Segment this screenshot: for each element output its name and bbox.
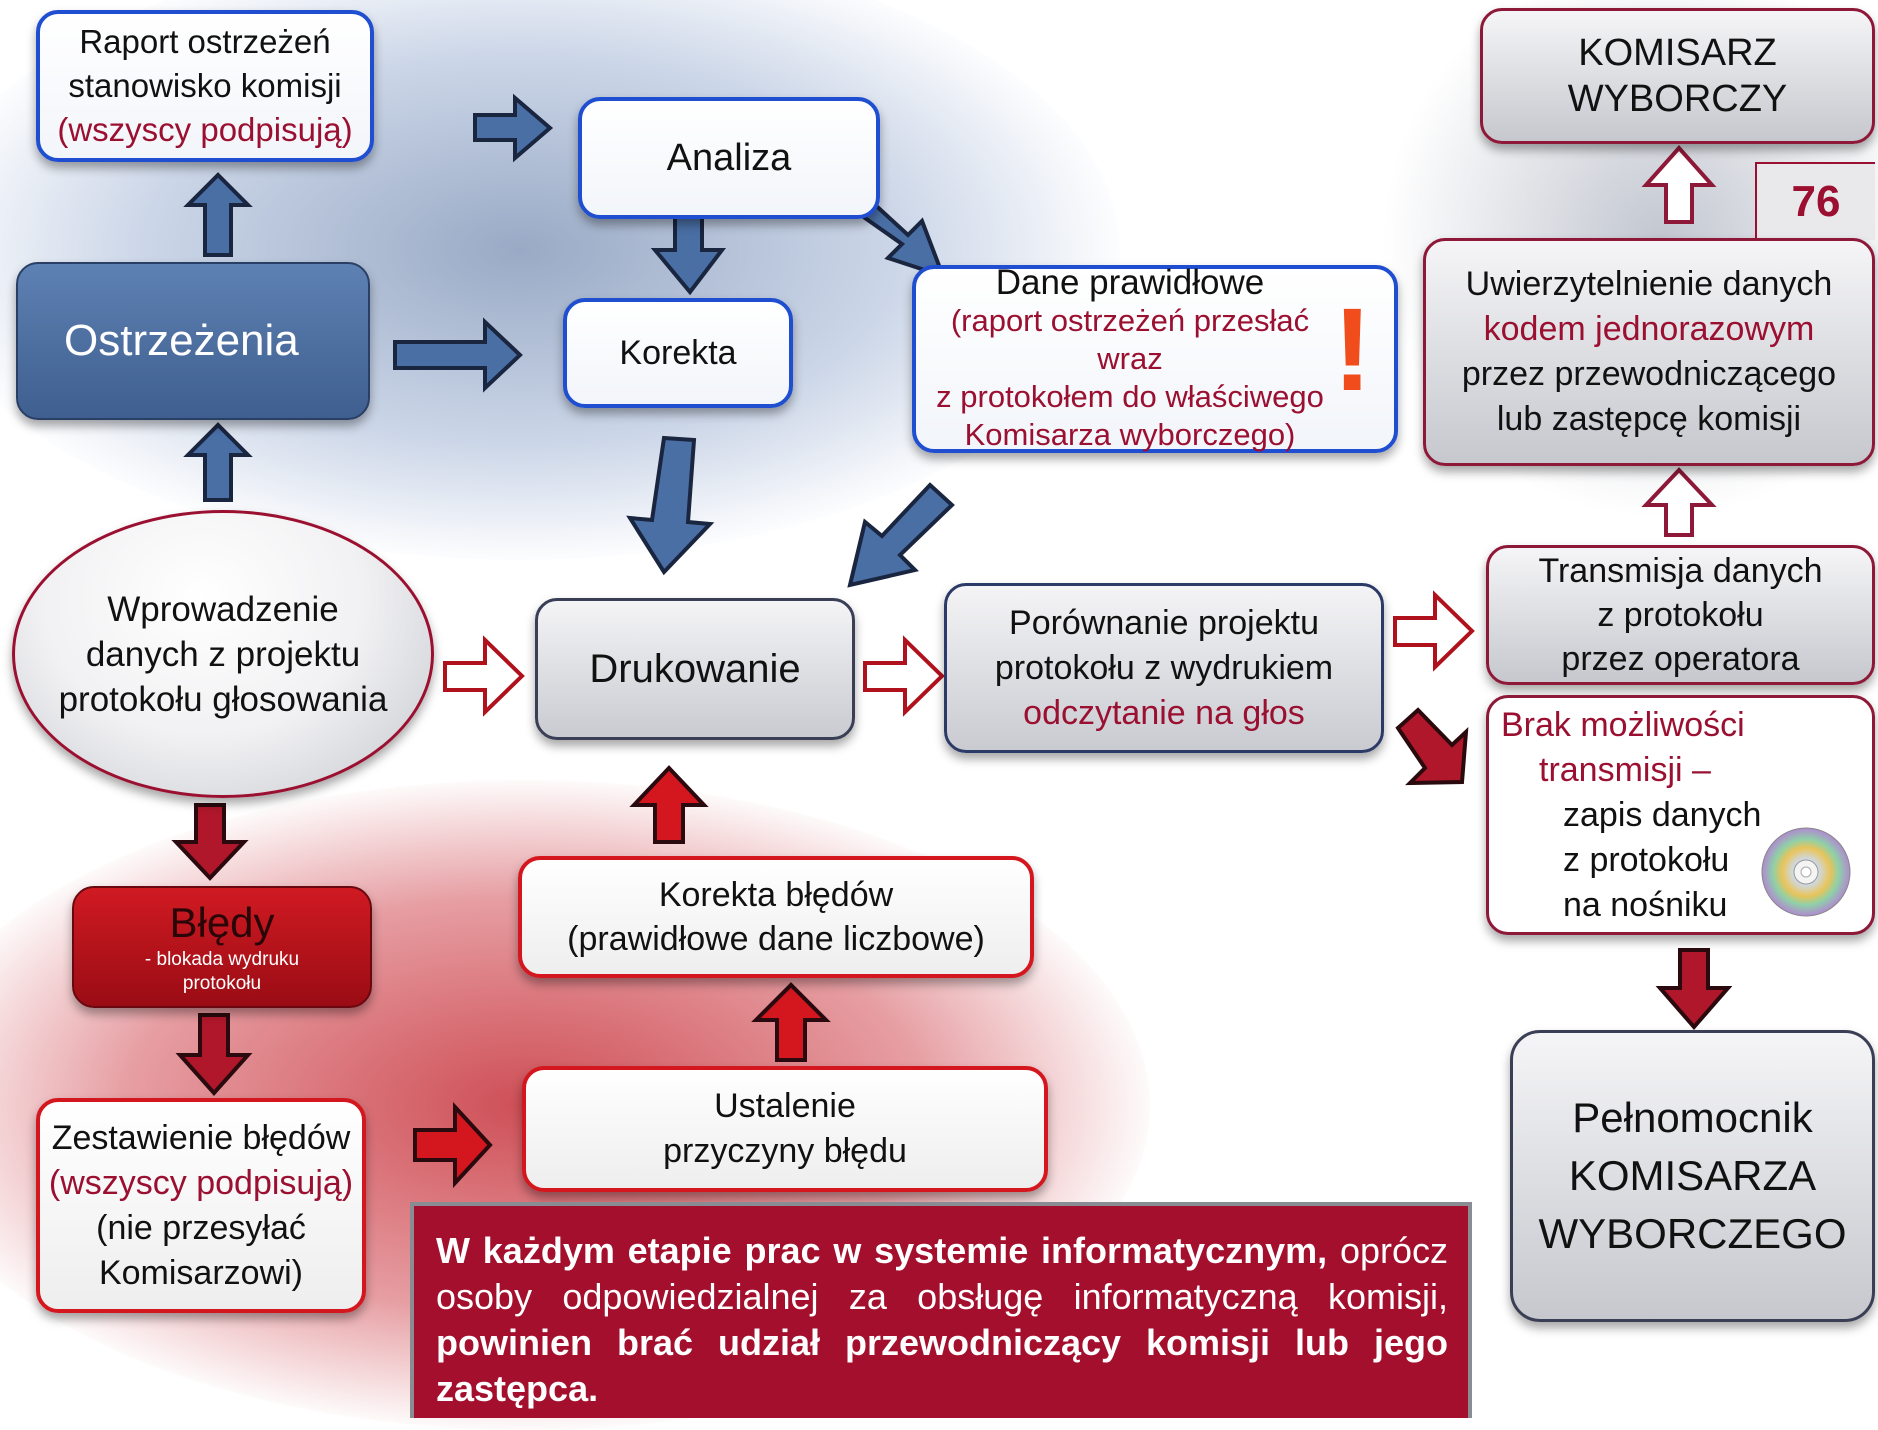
korekta-bledow-box: Korekta błędów (prawidłowe dane liczbowe… <box>518 856 1034 978</box>
arrow-analiza-to-korekta <box>650 208 727 296</box>
raport-line-1: Raport ostrzeżeń <box>79 23 331 60</box>
komisarz-line-1: KOMISARZ <box>1578 32 1777 74</box>
raport-line-2: stanowisko komisji <box>68 67 342 104</box>
pelnomocnik-line-3: WYBORCZEGO <box>1538 1210 1847 1257</box>
ostrzezenia-box: Ostrzeżenia <box>16 262 370 420</box>
arrow-wprowadzenie-to-bledy <box>171 803 249 881</box>
arrow-porownanie-to-transmisja <box>1393 590 1475 672</box>
uwierzytelnienie-box: Uwierzytelnienie danych kodem jednorazow… <box>1423 238 1875 466</box>
pelnomocnik-box: Pełnomocnik KOMISARZA WYBORCZEGO <box>1510 1030 1875 1322</box>
note-part-2: oprócz osoby odpowiedzialnej za obsługę … <box>436 1230 1448 1317</box>
korekta-label: Korekta <box>619 333 737 372</box>
note-part-1: W każdym etapie prac w systemie informat… <box>436 1230 1328 1271</box>
dane-line-1: Dane prawidłowe <box>995 263 1265 302</box>
porownanie-line-1: Porównanie projektu <box>1009 603 1319 642</box>
arrow-korekta-to-drukowanie <box>626 435 715 576</box>
arrow-brak-to-pelnomocnik <box>1655 948 1733 1031</box>
analiza-box: Analiza <box>578 97 880 219</box>
pelnomocnik-line-1: Pełnomocnik <box>1572 1094 1813 1141</box>
uwierzytelnienie-line-4: lub zastępcę komisji <box>1496 400 1802 438</box>
transmisja-line-2: z protokołu <box>1597 596 1764 634</box>
bledy-title: Błędy <box>169 899 275 946</box>
wprowadzenie-line-3: protokołu głosowania <box>58 679 388 719</box>
komisarz-wyborczy-box: KOMISARZ WYBORCZY <box>1480 8 1875 144</box>
arrow-ostrzezenia-to-raport <box>183 172 253 257</box>
analiza-label: Analiza <box>666 136 792 179</box>
brak-line-5: na nośniku <box>1563 885 1728 924</box>
dane-prawidlowe-box: Dane prawidłowe (raport ostrzeżeń przesł… <box>912 263 1398 453</box>
zestawienie-line-3: (nie przesyłać <box>96 1208 306 1247</box>
slide-number-badge: 76 <box>1755 162 1875 240</box>
brak-line-4: z protokołu <box>1563 840 1730 879</box>
wprowadzenie-line-2: danych z projektu <box>85 634 361 674</box>
bledy-box: Błędy - blokada wydruku protokołu <box>72 886 372 1008</box>
wprowadzenie-oval: Wprowadzenie danych z projektu protokołu… <box>12 510 434 798</box>
arrow-uwierzytelnienie-to-komisarz <box>1641 144 1717 224</box>
porownanie-box: Porównanie projektu protokołu z wydrukie… <box>944 583 1384 753</box>
note-part-3: powinien brać udział przewodniczący komi… <box>436 1322 1448 1409</box>
ostrzezenia-label: Ostrzeżenia <box>64 316 299 365</box>
porownanie-line-3: odczytanie na głos <box>1023 693 1305 732</box>
arrow-dane-to-drukowanie <box>847 482 955 588</box>
uwierzytelnienie-line-2: kodem jednorazowym <box>1483 310 1815 348</box>
arrow-zestawienie-to-ustalenie <box>413 1101 493 1189</box>
drukowanie-label: Drukowanie <box>589 646 801 691</box>
arrow-transmisja-to-uwierzytelnienie <box>1641 467 1717 537</box>
bledy-line-2: protokołu <box>182 973 262 994</box>
arrow-porownanie-to-brak <box>1395 707 1469 786</box>
drukowanie-box: Drukowanie <box>535 598 855 740</box>
brak-mozliwosci-box: Brak możliwości transmisji – zapis danyc… <box>1486 695 1875 935</box>
exclamation-icon: ! <box>1332 284 1372 416</box>
korekta-bledow-line-1: Korekta błędów <box>658 876 894 914</box>
transmisja-line-1: Transmisja danych <box>1538 552 1823 590</box>
arrow-ustalenie-to-korekta-bledow <box>751 982 831 1062</box>
cd-disc-icon <box>1761 827 1851 917</box>
korekta-bledow-line-2: (prawidłowe dane liczbowe) <box>567 920 985 958</box>
arrow-wprowadzenie-to-drukowanie <box>443 635 525 717</box>
transmisja-box: Transmisja danych z protokołu przez oper… <box>1486 545 1875 685</box>
brak-line-1: Brak możliwości <box>1501 705 1745 744</box>
korekta-box: Korekta <box>563 298 793 408</box>
note-box: W każdym etapie prac w systemie informat… <box>410 1202 1472 1418</box>
slide-number: 76 <box>1791 177 1841 226</box>
dane-line-4: Komisarza wyborczego) <box>964 417 1296 452</box>
arrow-to-analiza <box>473 93 554 163</box>
porownanie-line-2: protokołu z wydrukiem <box>994 648 1334 687</box>
arrow-wprowadzenie-to-ostrzezenia <box>183 422 253 502</box>
dane-line-3: z protokołem do właściwego <box>936 379 1324 414</box>
arrow-bledy-to-zestawienie <box>175 1013 253 1096</box>
dane-line-2: (raport ostrzeżeń przesłać wraz <box>950 303 1310 376</box>
zestawienie-line-4: Komisarzowi) <box>98 1253 304 1292</box>
uwierzytelnienie-line-1: Uwierzytelnienie danych <box>1465 265 1833 303</box>
ustalenie-line-2: przyczyny błędu <box>663 1132 907 1170</box>
wprowadzenie-line-1: Wprowadzenie <box>107 589 339 629</box>
transmisja-line-3: przez operatora <box>1561 640 1800 678</box>
zestawienie-bledow-box: Zestawienie błędów (wszyscy podpisują) (… <box>36 1098 366 1313</box>
zestawienie-line-2: (wszyscy podpisują) <box>48 1163 354 1202</box>
ustalenie-line-1: Ustalenie <box>714 1087 856 1125</box>
uwierzytelnienie-line-3: przez przewodniczącego <box>1461 355 1837 393</box>
bledy-line-1: - blokada wydruku <box>144 949 300 970</box>
brak-line-2: transmisji – <box>1539 750 1711 789</box>
arrow-drukowanie-to-porownanie <box>863 635 945 717</box>
ustalenie-box: Ustalenie przyczyny błędu <box>522 1066 1048 1192</box>
raport-line-3: (wszyscy podpisują) <box>57 111 353 148</box>
arrow-ostrzezenia-to-korekta <box>393 317 523 393</box>
arrow-korekta-bledow-to-drukowanie <box>629 765 709 844</box>
pelnomocnik-line-2: KOMISARZA <box>1568 1152 1817 1199</box>
raport-ostrzezen-box: Raport ostrzeżeń stanowisko komisji (wsz… <box>36 10 374 162</box>
brak-line-3: zapis danych <box>1563 795 1762 834</box>
zestawienie-line-1: Zestawienie błędów <box>51 1118 351 1157</box>
komisarz-line-2: WYBORCZY <box>1567 78 1788 120</box>
